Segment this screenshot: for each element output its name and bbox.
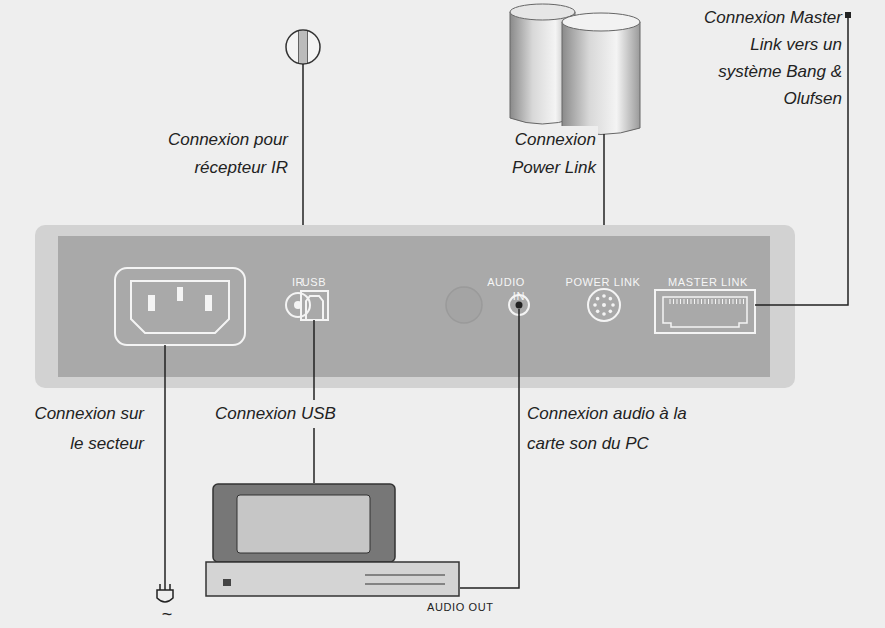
port-label: POWER LINK [565,275,640,289]
mains-plug [157,388,173,602]
port-label: USB [302,275,326,289]
ir-receiver [286,30,320,225]
panel-frame [35,225,795,388]
port-label: AUDIO OUT [427,600,494,614]
computer-shape [205,483,460,623]
callout-label: Connexion pour récepteur IR [126,126,290,182]
callout-label: Connexion USB [213,400,367,428]
speakers [510,4,640,225]
cable [460,388,519,588]
callout-label: Connexion audio à la carte son du PC [525,399,729,459]
computer-illustration [206,484,459,596]
callout-label: Connexion Master Link vers un système Ba… [690,4,844,112]
rear-panel: IRUSBAUDIO INPOWER LINKMASTER LINK [35,225,795,388]
mains-symbol: ~ [155,604,179,624]
port-label: AUDIO IN [475,275,525,303]
callout-label: Connexion Power Link [474,126,598,182]
panel-shape [35,225,795,388]
port-label: MASTER LINK [668,275,748,289]
callout-label: Connexion sur le secteur [25,399,146,459]
computer: AUDIO OUT [205,483,460,623]
sockets [115,268,795,388]
